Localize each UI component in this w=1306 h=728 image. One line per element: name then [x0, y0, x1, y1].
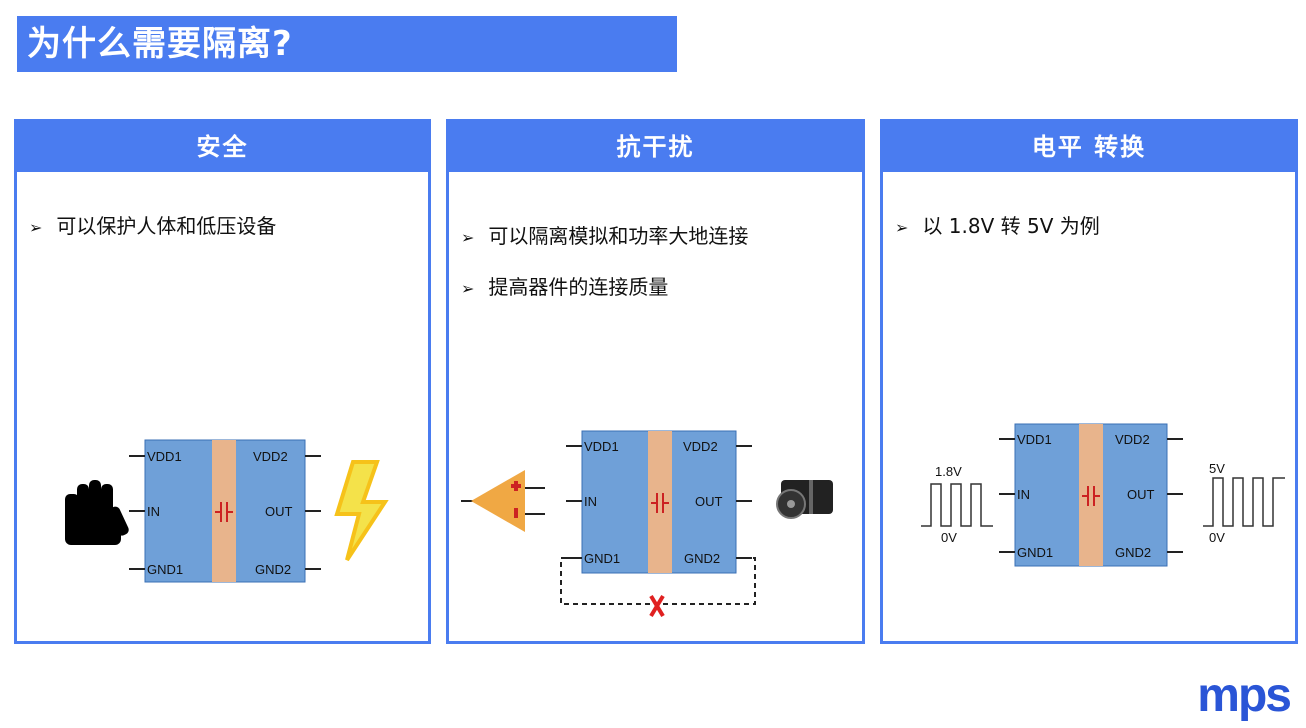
pin-gnd1: GND1: [584, 551, 620, 566]
bullet-list: ➢可以隔离模拟和功率大地连接 ➢提高器件的连接质量: [461, 220, 748, 322]
pin-out: OUT: [1127, 487, 1155, 502]
panel-level-shift: 电平 转换 ➢以 1.8V 转 5V 为例 VDD1 IN GND1 VDD2 …: [880, 119, 1298, 644]
x-mark-icon: [649, 594, 665, 618]
pin-gnd1: GND1: [1017, 545, 1053, 560]
isolator-diagram: VDD1 IN GND1 VDD2 OUT GND2: [65, 439, 389, 583]
isolator-diagram: VDD1 IN GND1 VDD2 OUT GND2 1.8V 0V 5V 0V: [921, 423, 1285, 567]
pin-gnd2: GND2: [255, 562, 291, 577]
input-waveform: [921, 483, 993, 527]
pin-vdd1: VDD1: [584, 439, 619, 454]
pin-in: IN: [1017, 487, 1030, 502]
input-high-level: 1.8V: [935, 464, 962, 479]
pin-out: OUT: [695, 494, 723, 509]
list-item: ➢以 1.8V 转 5V 为例: [895, 214, 1100, 238]
pin-vdd2: VDD2: [253, 449, 288, 464]
pin-vdd2: VDD2: [683, 439, 718, 454]
output-high-level: 5V: [1209, 461, 1225, 476]
pin-in: IN: [584, 494, 597, 509]
lightning-icon: [334, 460, 389, 562]
list-item: ➢提高器件的连接质量: [461, 275, 669, 299]
panel-header-safety: 安全: [17, 122, 428, 172]
pin-gnd1: GND1: [147, 562, 183, 577]
bullet-list: ➢以 1.8V 转 5V 为例: [895, 210, 1100, 261]
mps-logo: mps: [1197, 669, 1292, 722]
output-waveform: [1203, 477, 1285, 527]
pin-gnd2: GND2: [684, 551, 720, 566]
motor-icon: [776, 480, 833, 519]
pin-vdd1: VDD1: [147, 449, 182, 464]
list-item: ➢可以隔离模拟和功率大地连接: [461, 224, 749, 248]
pin-vdd2: VDD2: [1115, 432, 1150, 447]
pin-out: OUT: [265, 504, 293, 519]
pin-in: IN: [147, 504, 160, 519]
panel-safety: 安全 ➢可以保护人体和低压设备 VDD1 IN GND1 VDD2 OUT GN…: [14, 119, 431, 644]
panel-anti-interference: 抗干扰 ➢可以隔离模拟和功率大地连接 ➢提高器件的连接质量 VDD1 IN GN…: [446, 119, 865, 644]
pin-gnd2: GND2: [1115, 545, 1151, 560]
panel-header-level-shift: 电平 转换: [883, 122, 1295, 172]
output-low-level: 0V: [1209, 530, 1225, 545]
input-low-level: 0V: [941, 530, 957, 545]
isolator-diagram: VDD1 IN GND1 VDD2 OUT GND2: [461, 430, 833, 618]
pin-vdd1: VDD1: [1017, 432, 1052, 447]
panel-header-anti-interference: 抗干扰: [449, 122, 862, 172]
hand-icon: [65, 480, 129, 545]
op-amp-icon: [461, 470, 545, 532]
page-title: 为什么需要隔离?: [17, 16, 677, 72]
list-item: ➢可以保护人体和低压设备: [29, 214, 277, 238]
bullet-list: ➢可以保护人体和低压设备: [29, 210, 276, 261]
